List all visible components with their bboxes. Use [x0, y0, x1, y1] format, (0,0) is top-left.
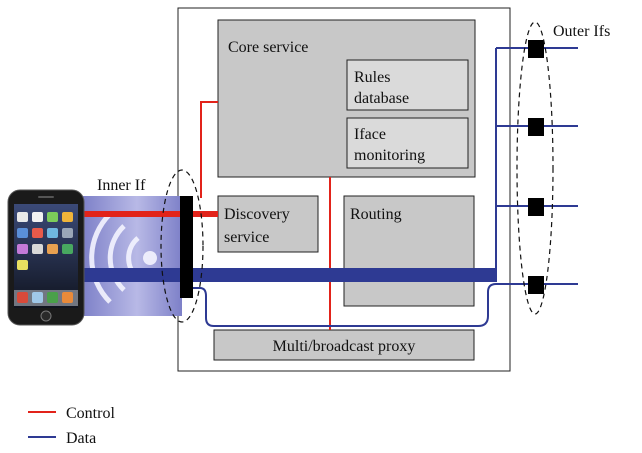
outer-port-2 [528, 118, 544, 136]
smartphone-icon [7, 189, 85, 326]
outer-port-4 [528, 276, 544, 294]
inner-interface-port [180, 196, 193, 298]
control-lines [80, 101, 331, 330]
routing-box [343, 195, 475, 307]
iface-monitoring-label-line1: Iface [354, 126, 386, 143]
data-line-proxy-loop [190, 283, 497, 327]
outer-port-3 [528, 198, 544, 216]
core-service-label: Core service [228, 39, 308, 56]
discovery-service-label-line1: Discovery [224, 206, 290, 223]
multicast-proxy-label: Multi/broadcast proxy [273, 338, 416, 355]
legend-control-label: Control [66, 405, 115, 422]
outer-ifs-label: Outer Ifs [553, 23, 610, 40]
outer-interface-ports [528, 40, 544, 294]
routing-label: Routing [350, 206, 402, 223]
inner-if-label: Inner If [97, 177, 146, 194]
discovery-service-label-line2: service [224, 229, 269, 246]
control-line-core-to-inner [200, 101, 218, 198]
data-bus-main [80, 268, 496, 282]
rules-database-label-line2: database [354, 90, 409, 107]
iface-monitoring-box [346, 117, 469, 169]
discovery-service-box [217, 195, 319, 253]
multicast-proxy-box [213, 329, 475, 361]
inner-if-marker [160, 169, 204, 323]
iface-monitoring-label-line2: monitoring [354, 147, 425, 164]
legend-data-label: Data [66, 430, 96, 447]
rules-database-box [346, 59, 469, 111]
rules-database-label-line1: Rules [354, 69, 390, 86]
outer-ifs-marker [516, 21, 554, 315]
legend: Control Data [28, 405, 115, 447]
outer-port-1 [528, 40, 544, 58]
